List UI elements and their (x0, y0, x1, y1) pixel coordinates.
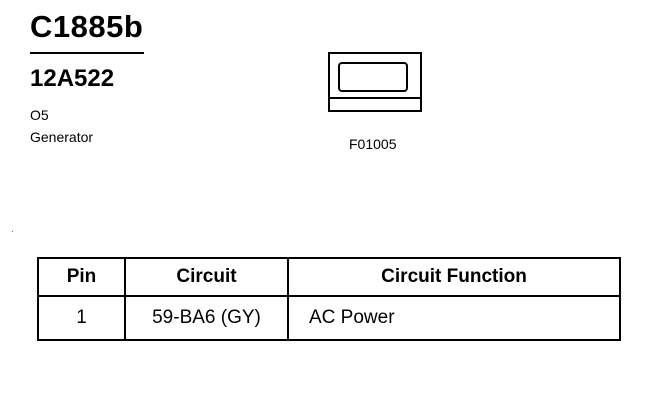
connector-cavity (338, 62, 408, 92)
table-row: 1 59-BA6 (GY) AC Power (37, 295, 621, 341)
pin-table: Pin Circuit Circuit Function 1 59-BA6 (G… (37, 257, 621, 341)
column-header-circuit-function: Circuit Function (287, 257, 621, 297)
pin-cell: 1 (37, 295, 126, 341)
connector-face-icon (328, 52, 422, 112)
column-header-circuit: Circuit (124, 257, 289, 297)
title-underline (30, 52, 144, 54)
description-line-component: Generator (30, 129, 94, 145)
scan-speck (12, 231, 13, 232)
circuit-function-cell: AC Power (287, 295, 621, 341)
figure-code: F01005 (349, 136, 397, 152)
table-header-row: Pin Circuit Circuit Function (37, 257, 621, 297)
circuit-cell: 59-BA6 (GY) (124, 295, 289, 341)
description-line-location: O5 (30, 107, 49, 123)
connector-outer-shell (328, 52, 422, 112)
connector-id: C1885b (30, 9, 144, 44)
column-header-pin: Pin (37, 257, 126, 297)
part-number: 12A522 (30, 65, 115, 92)
